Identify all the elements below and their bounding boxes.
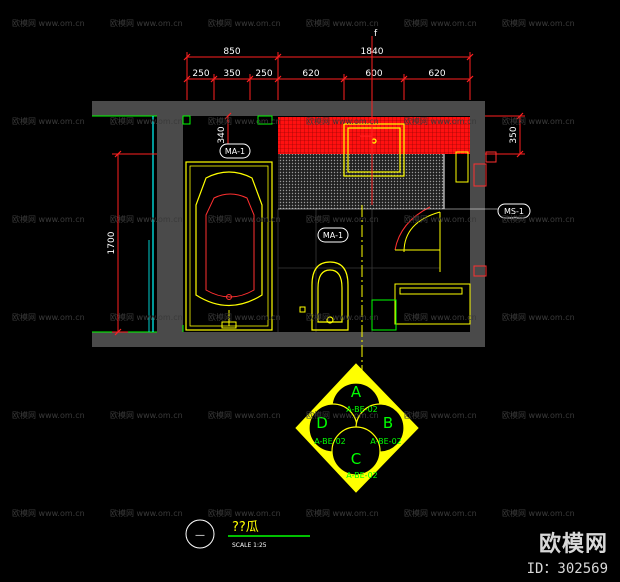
watermark-text: 欧模网 www.om.cn <box>306 509 379 518</box>
bottom-wall <box>92 332 485 347</box>
watermark-text: 欧模网 www.om.cn <box>110 509 183 518</box>
toilet <box>311 261 349 331</box>
red-mosaic-tile <box>278 117 470 154</box>
callout-ref-b: A-BE-02 <box>370 437 402 446</box>
dim-250-b: 250 <box>255 69 272 79</box>
material-tag-ma1-top: MA-1 <box>219 143 251 159</box>
watermark-text: 欧模网 www.om.cn <box>306 215 379 224</box>
dim-350: 350 <box>223 69 240 79</box>
shower-area <box>278 154 471 331</box>
bathtub <box>185 161 273 331</box>
dim-850: 850 <box>223 47 240 57</box>
dim-600: 600 <box>365 69 382 79</box>
callout-letter-a: A <box>351 383 362 401</box>
callout-letter-d: D <box>316 414 328 432</box>
image-id: ID：302569 <box>526 561 608 577</box>
gray-mosaic-tile <box>278 154 444 209</box>
drawing-title: ??瓜 <box>232 520 259 535</box>
callout-ref-d: A-BE-02 <box>314 437 346 446</box>
axis-label: f <box>374 29 378 39</box>
callout-letter-c: C <box>351 450 361 468</box>
dimension-lines <box>112 52 525 333</box>
watermark-text: 欧模网 www.om.cn <box>306 117 379 126</box>
dim-620-b: 620 <box>428 69 445 79</box>
tag-text: MS-1 <box>504 207 524 216</box>
dim-350-right: 350 <box>509 126 519 143</box>
watermark-text: 欧模网 www.om.cn <box>208 509 281 518</box>
tag-text: MA-1 <box>323 231 343 240</box>
watermark-text: 欧模网 www.om.cn <box>12 117 85 126</box>
watermark-text: 欧模网 www.om.cn <box>502 313 575 322</box>
watermark-text: 欧模网 www.om.cn <box>502 509 575 518</box>
watermark-text: 欧模网 www.om.cn <box>110 117 183 126</box>
watermark-text: 欧模网 www.om.cn <box>12 509 85 518</box>
watermark-text: 欧模网 www.om.cn <box>502 215 575 224</box>
brand-logo: 欧模网 <box>538 532 608 557</box>
watermark-text: 欧模网 www.om.cn <box>110 19 183 28</box>
material-tag-ms1: MS-1 <box>444 203 531 219</box>
watermark-text: 欧模网 www.om.cn <box>404 19 477 28</box>
floor-drain <box>299 306 306 313</box>
section-callout: A A-BE-02 D A-BE-02 B A-BE-02 C A-BE-02 <box>295 363 419 493</box>
watermark-text: 欧模网 www.om.cn <box>110 313 183 322</box>
dim-620-a: 620 <box>302 69 319 79</box>
watermark-text: 欧模网 www.om.cn <box>404 215 477 224</box>
dimension-ticks <box>114 53 524 336</box>
watermark-text: 欧模网 www.om.cn <box>502 19 575 28</box>
watermark-text: 欧模网 www.om.cn <box>306 19 379 28</box>
watermark-text: 欧模网 www.om.cn <box>502 411 575 420</box>
watermark-text: 欧模网 www.om.cn <box>110 215 183 224</box>
left-wall-pier <box>157 116 183 332</box>
watermark-text: 欧模网 www.om.cn <box>306 411 379 420</box>
wall-outlines <box>92 115 273 333</box>
watermark-text: 欧模网 www.om.cn <box>404 313 477 322</box>
dim-1700: 1700 <box>107 231 117 254</box>
watermark-text: 欧模网 www.om.cn <box>208 313 281 322</box>
vanity-basin <box>343 123 405 177</box>
watermark-text: 欧模网 www.om.cn <box>502 117 575 126</box>
dim-340: 340 <box>217 126 227 143</box>
watermark-text: 欧模网 www.om.cn <box>404 411 477 420</box>
top-wall <box>92 101 485 116</box>
callout-letter-b: B <box>383 414 393 432</box>
watermark-text: 欧模网 www.om.cn <box>12 411 85 420</box>
drawing-scale: SCALE 1:25 <box>232 542 267 549</box>
dim-250-a: 250 <box>192 69 209 79</box>
watermark-text: 欧模网 www.om.cn <box>12 19 85 28</box>
watermark-text: 欧模网 www.om.cn <box>208 117 281 126</box>
watermark-text: 欧模网 www.om.cn <box>208 215 281 224</box>
title-block: — ??瓜 SCALE 1:25 <box>185 519 310 549</box>
watermark-text: 欧模网 www.om.cn <box>404 509 477 518</box>
watermark-text: 欧模网 www.om.cn <box>404 117 477 126</box>
watermark-text: 欧模网 www.om.cn <box>110 411 183 420</box>
watermark-text: 欧模网 www.om.cn <box>12 215 85 224</box>
axis-line: f <box>360 29 378 380</box>
watermark-text: 欧模网 www.om.cn <box>208 19 281 28</box>
watermark-text: 欧模网 www.om.cn <box>12 313 85 322</box>
watermark-text: 欧模网 www.om.cn <box>306 313 379 322</box>
callout-ref-a: A-BE-02 <box>346 405 378 414</box>
watermark-text: 欧模网 www.om.cn <box>208 411 281 420</box>
title-symbol: — <box>195 530 205 541</box>
callout-ref-c: A-BE-02 <box>346 471 378 480</box>
walls <box>92 101 485 347</box>
material-tag-ma1-mid: MA-1 <box>317 227 349 243</box>
wall-fixtures <box>455 151 497 277</box>
tag-text: MA-1 <box>225 147 245 156</box>
